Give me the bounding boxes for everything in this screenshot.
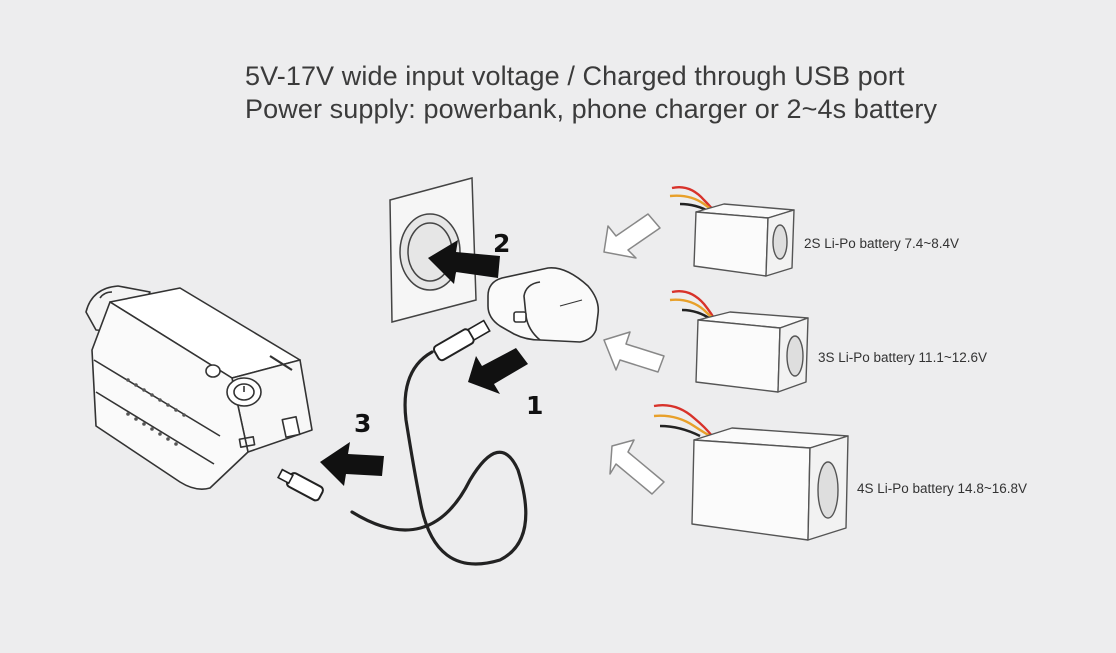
heading-line-2: Power supply: powerbank, phone charger o…: [245, 94, 938, 124]
battery-3s-label: 3S Li-Po battery 11.1~12.6V: [818, 350, 987, 365]
camera-illustration: [85, 285, 313, 490]
battery-2s-label: 2S Li-Po battery 7.4~8.4V: [804, 236, 959, 251]
heading-line-1: 5V-17V wide input voltage / Charged thro…: [245, 61, 905, 91]
phone-charger-icon: [487, 267, 600, 343]
arrow-step-1-icon: [468, 348, 528, 394]
battery-arrows: [603, 213, 665, 495]
battery-2s-icon: [669, 186, 795, 277]
battery-3s-icon: [669, 290, 809, 393]
wall-socket-icon: [389, 177, 477, 323]
arrow-step-3-icon: [320, 442, 384, 486]
battery-arrow-2s-icon: [603, 213, 661, 259]
step-2-number: 2: [493, 229, 510, 258]
arrow-step-2-icon: [428, 240, 500, 284]
step-arrows: [320, 240, 528, 486]
step-3-number: 3: [354, 409, 371, 438]
heading: 5V-17V wide input voltage / Charged thro…: [245, 60, 937, 126]
step-1-number: 1: [526, 391, 543, 420]
battery-4s-label: 4S Li-Po battery 14.8~16.8V: [857, 481, 1027, 496]
usb-cable-icon: [277, 319, 528, 566]
battery-arrow-4s-icon: [609, 439, 665, 495]
battery-4s-icon: [653, 404, 849, 541]
battery-arrow-3s-icon: [603, 331, 665, 373]
